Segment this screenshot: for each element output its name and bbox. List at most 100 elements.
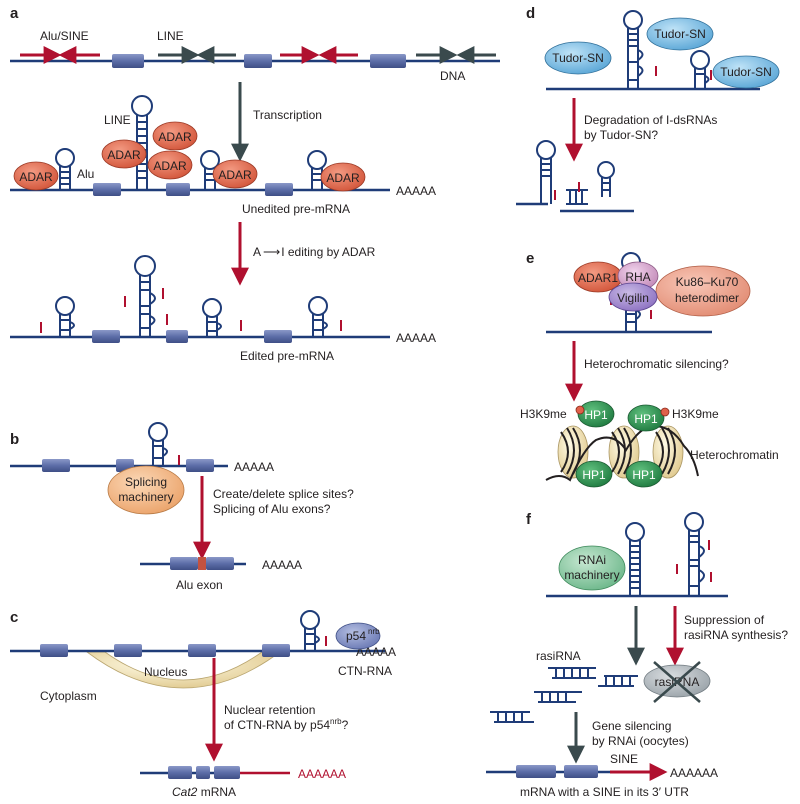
exon: [186, 459, 214, 472]
exon: [170, 557, 198, 570]
alu-sine-label: Alu/SINE: [40, 29, 89, 43]
hp1-protein: HP1: [625, 460, 663, 488]
rasirna-duplexes: [490, 667, 638, 723]
adar-protein: ADAR: [152, 121, 198, 151]
alu-hairpin: [300, 610, 320, 651]
panel-label-e: e: [526, 250, 534, 267]
panel-label-c: c: [10, 609, 18, 626]
panel-label-b: b: [10, 431, 19, 448]
chromatin-fiber: [545, 424, 699, 482]
panel-f: f RNAi machinery Suppression of ra: [486, 511, 788, 799]
exon: [92, 330, 120, 343]
ctn-rna-label: CTN-RNA: [338, 664, 392, 678]
adar-protein: ADAR: [320, 162, 366, 192]
hp1-protein: HP1: [627, 404, 665, 432]
svg-text:Tudor-SN: Tudor-SN: [552, 51, 604, 65]
exon: [214, 766, 240, 779]
line-label-premrna: LINE: [104, 113, 131, 127]
alu-label: Alu: [77, 167, 94, 181]
hp1-protein: HP1: [577, 400, 615, 428]
edited-line-hairpin: [134, 255, 156, 337]
svg-text:p54: p54: [346, 629, 366, 643]
svg-text:heterodimer: heterodimer: [675, 291, 739, 305]
tudor-sn-protein: Tudor-SN: [712, 55, 780, 89]
svg-text:nrb: nrb: [368, 627, 380, 636]
exon: [516, 765, 556, 778]
transcription-label: Transcription: [253, 108, 322, 122]
svg-text:ADAR: ADAR: [218, 168, 252, 182]
exon: [93, 183, 121, 196]
edited-alu-hairpin: [308, 296, 328, 337]
adar-protein: ADAR: [13, 161, 59, 191]
cleaved-fragment: [566, 189, 588, 205]
exon: [114, 644, 142, 657]
editing-label: A⟶I editing by ADAR: [253, 245, 376, 259]
retention-line1: Nuclear retention: [224, 703, 315, 717]
adar-protein: ADAR: [147, 150, 193, 180]
hp1-protein: HP1: [575, 460, 613, 488]
sine-label: SINE: [610, 752, 638, 766]
rnai-machinery: RNAi machinery: [558, 545, 626, 591]
svg-text:Splicing: Splicing: [125, 475, 167, 489]
suppression-line1: Suppression of: [684, 613, 765, 627]
cleaved-hairpin: [597, 161, 615, 197]
exon: [112, 54, 144, 68]
inosine-mark: [676, 564, 678, 574]
dna-label: DNA: [440, 69, 465, 83]
inosine-mark: [710, 572, 712, 582]
exon: [265, 183, 293, 196]
svg-text:RNAi: RNAi: [578, 553, 606, 567]
panel-label-f: f: [526, 511, 532, 528]
exon: [564, 765, 598, 778]
cleaved-hairpin: [536, 140, 556, 204]
panel-a: a Alu/SINE LINE DNA Transcription AAAAA: [10, 5, 500, 363]
alu-exon: [198, 557, 206, 570]
unedited-label: Unedited pre-mRNA: [242, 202, 350, 216]
edited-alu-hairpin: [202, 298, 222, 337]
alu-hairpin: [148, 422, 168, 466]
alu-hairpin: [55, 148, 75, 190]
splice-question-line1: Create/delete splice sites?: [213, 487, 354, 501]
svg-text:Tudor-SN: Tudor-SN: [720, 65, 772, 79]
ku86-ku70-heterodimer: Ku86–Ku70 heterodimer: [655, 265, 751, 317]
alu-hairpin: [690, 50, 710, 89]
poly-a-tail: AAAAA: [262, 558, 302, 572]
line-hairpin: [623, 10, 644, 89]
inosine-mark: [178, 455, 180, 465]
cat2-mrna-label: Cat2 mRNA: [172, 785, 236, 799]
alu-exon-label: Alu exon: [176, 578, 223, 592]
cross-mark: [653, 661, 701, 703]
poly-a-tail: AAAAAA: [670, 766, 718, 780]
panel-b: b AAAAA Splicing machinery Create/delete…: [10, 422, 354, 592]
edited-label: Edited pre-mRNA: [240, 349, 334, 363]
svg-text:Ku86–Ku70: Ku86–Ku70: [676, 275, 739, 289]
svg-text:ADAR: ADAR: [326, 171, 360, 185]
cytoplasm-label: Cytoplasm: [40, 689, 97, 703]
panel-c: c AAAAA p54 nrb CTN-RNA Nucleus Cytoplas…: [10, 609, 396, 799]
exon: [168, 766, 192, 779]
suppression-line2: rasiRNA synthesis?: [684, 628, 788, 642]
p54nrb-protein: p54 nrb: [335, 622, 381, 650]
svg-text:machinery: machinery: [118, 490, 173, 504]
inosine-mark: [710, 70, 712, 80]
suppressed-rasirna: rasiRNA: [643, 661, 711, 703]
svg-text:Vigilin: Vigilin: [617, 291, 649, 305]
vigilin-protein: Vigilin: [608, 282, 658, 312]
edited-alu-hairpin: [55, 296, 75, 337]
exon: [264, 330, 292, 343]
heterochromatin-label: Heterochromatin: [690, 448, 779, 462]
inosine-mark: [655, 66, 657, 76]
methyl-mark: [660, 407, 670, 417]
panel-e: e Ku86–Ku70 heterodimer ADAR1 RHA Vigili…: [520, 250, 779, 488]
splicing-machinery: Splicing machinery: [107, 465, 185, 515]
svg-text:RHA: RHA: [625, 270, 650, 284]
poly-a-tail: AAAAA: [234, 460, 274, 474]
panel-d: d Tudor-SN Tudor-SN Tudor-SN: [516, 5, 780, 213]
poly-a-tail: AAAAA: [396, 184, 436, 198]
rasirna-label: rasiRNA: [536, 649, 581, 663]
svg-text:HP1: HP1: [632, 468, 656, 482]
dsrna-hairpin: [625, 522, 645, 596]
svg-text:Tudor-SN: Tudor-SN: [654, 27, 706, 41]
svg-text:ADAR: ADAR: [19, 170, 53, 184]
